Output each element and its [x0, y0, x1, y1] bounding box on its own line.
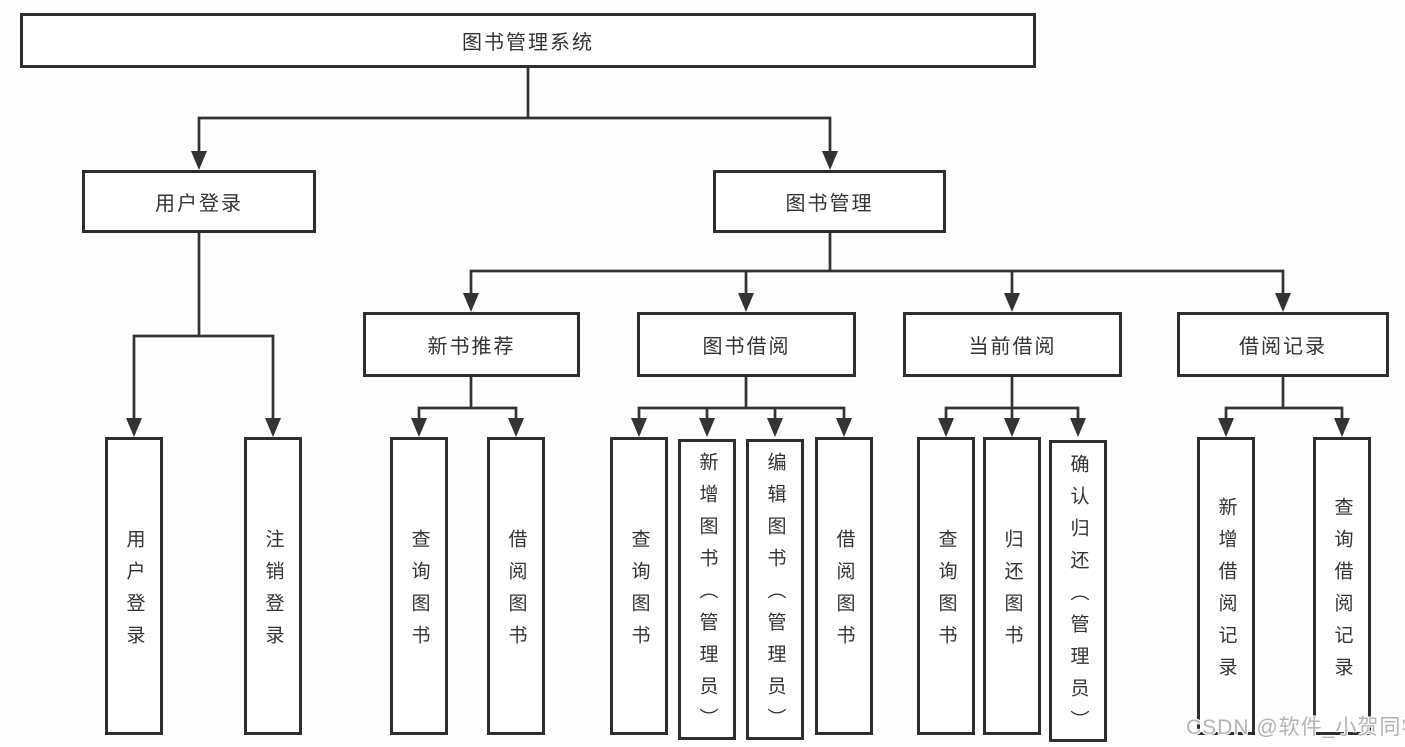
leaf-return-book-label: 归还图书: [1001, 528, 1023, 657]
node-new-book-recommend: 新书推荐: [363, 312, 580, 377]
csdn-watermark: CSDN @软件_小贺同学: [1186, 716, 1405, 739]
leaf-borrow-book-label: 借阅图书: [833, 528, 855, 657]
leaf-search-book-borrow: 查询图书: [610, 437, 668, 735]
leaf-borrow-book-recommend-label: 借阅图书: [505, 528, 527, 657]
arrowheads: [126, 151, 1350, 437]
leaf-search-book-borrow-label: 查询图书: [628, 528, 650, 657]
leaf-search-book-recommend: 查询图书: [390, 437, 448, 735]
leaf-confirm-return-admin: 确认归还（管理员）: [1049, 440, 1107, 742]
leaf-add-borrow-record: 新增借阅记录: [1197, 437, 1255, 735]
leaf-logout: 注销登录: [244, 437, 302, 735]
node-borrow-records: 借阅记录: [1177, 312, 1389, 377]
leaf-add-book-admin: 新增图书（管理员）: [678, 439, 736, 740]
node-current-borrow-label: 当前借阅: [968, 336, 1057, 358]
node-book-management-label: 图书管理: [785, 193, 874, 215]
node-new-book-recommend-label: 新书推荐: [427, 336, 516, 358]
node-borrow-records-label: 借阅记录: [1239, 336, 1327, 358]
leaf-edit-book-admin: 编辑图书（管理员）: [746, 439, 804, 740]
node-current-borrow: 当前借阅: [903, 312, 1122, 377]
leaf-search-borrow-record-label: 查询借阅记录: [1331, 496, 1353, 689]
leaf-return-book: 归还图书: [983, 437, 1041, 735]
leaf-search-borrow-record: 查询借阅记录: [1313, 437, 1371, 735]
leaf-add-borrow-record-label: 新增借阅记录: [1215, 496, 1237, 689]
node-root-system: 图书管理系统: [20, 13, 1036, 68]
leaf-edit-book-admin-label: 编辑图书（管理员）: [764, 452, 786, 740]
leaf-add-book-admin-label: 新增图书（管理员）: [696, 452, 718, 740]
node-user-login: 用户登录: [82, 170, 316, 233]
leaf-user-login-label: 用户登录: [123, 528, 145, 657]
node-book-borrow: 图书借阅: [637, 312, 856, 377]
node-book-borrow-label: 图书借阅: [702, 336, 791, 358]
leaf-borrow-book: 借阅图书: [815, 437, 873, 735]
node-root-system-label: 图书管理系统: [462, 32, 594, 54]
node-user-login-label: 用户登录: [155, 193, 243, 215]
node-book-management: 图书管理: [713, 170, 946, 233]
leaf-search-book-current-label: 查询图书: [935, 528, 957, 657]
leaf-search-book-recommend-label: 查询图书: [408, 528, 430, 657]
leaf-borrow-book-recommend: 借阅图书: [487, 437, 545, 735]
leaf-logout-label: 注销登录: [262, 528, 284, 657]
leaf-user-login: 用户登录: [105, 437, 163, 735]
leaf-search-book-current: 查询图书: [917, 437, 975, 735]
leaf-confirm-return-admin-label: 确认归还（管理员）: [1067, 453, 1089, 742]
